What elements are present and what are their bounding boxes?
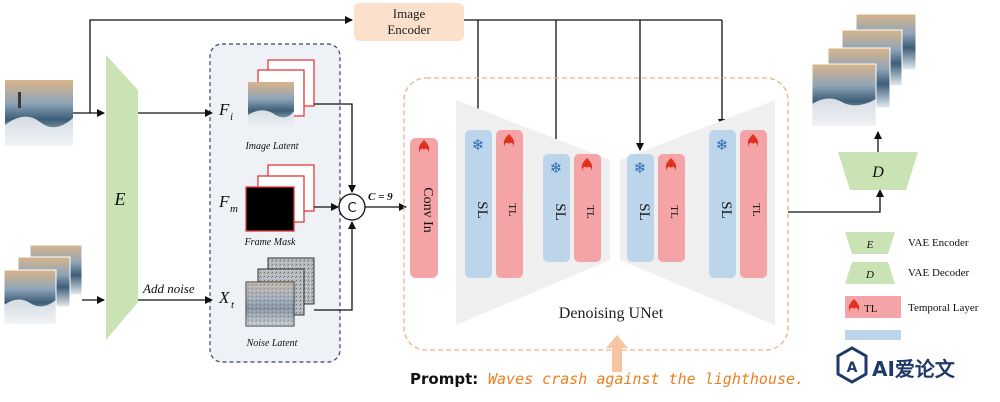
unet-to-decoder-line — [788, 189, 884, 213]
encoder-symbol: E — [114, 189, 126, 209]
prompt-label: Prompt: — [410, 370, 478, 388]
unet-decoder-funnel — [620, 100, 775, 325]
sl-block-4 — [709, 130, 736, 278]
output-video-frames — [811, 13, 917, 127]
tl-block-3 — [658, 154, 685, 262]
legend-encoder-label: VAE Encoder — [908, 237, 969, 249]
tl-block-4 — [740, 130, 767, 278]
image-latent-sub: i — [230, 111, 233, 123]
sl-block-3 — [627, 154, 654, 262]
channels-label: C = 9 — [368, 191, 393, 203]
noise-latent-sub: t — [231, 299, 235, 311]
flame-icon — [503, 134, 515, 148]
unet-title: Denoising UNet — [559, 305, 664, 322]
image-encoder-line2: Encoder — [387, 22, 431, 37]
legend-decoder-symbol: D — [865, 269, 874, 281]
sl-label-1: SL — [474, 201, 490, 219]
add-noise-label: Add noise — [142, 281, 195, 296]
flame-icon — [848, 299, 860, 313]
conv-in-label: Conv In — [420, 187, 435, 233]
noise-latent-stack — [245, 257, 315, 327]
frame-mask-sub: m — [230, 203, 238, 215]
legend-temporal-symbol: TL — [864, 303, 878, 315]
legend-encoder-swatch — [845, 232, 895, 254]
flame-icon — [747, 134, 759, 148]
legend-temporal-swatch — [845, 296, 901, 318]
sl-block-2 — [543, 154, 570, 262]
input-video-frames — [3, 244, 83, 325]
tl-block-2 — [574, 154, 601, 262]
unet-dashed-area — [403, 77, 789, 351]
flame-icon — [665, 158, 677, 172]
legend-encoder-symbol: E — [866, 239, 874, 251]
noise-latent-caption: Noise Latent — [246, 338, 298, 349]
image-encoder-box — [354, 3, 464, 41]
image-encoder-line1: Image — [393, 6, 426, 21]
legend: E VAE Encoder D VAE Decoder TL Temporal … — [845, 232, 979, 340]
frame-mask-stack — [245, 164, 315, 232]
image-to-encoder-line — [89, 16, 353, 113]
vae-decoder-shape — [838, 152, 918, 190]
svg-text:A: A — [847, 360, 858, 376]
tl-label-2: TL — [584, 205, 596, 219]
image-latent-to-concat — [314, 103, 356, 193]
legend-temporal-label: Temporal Layer — [908, 302, 979, 314]
sl-label-2: SL — [552, 203, 568, 221]
legend-spatial-swatch — [845, 330, 901, 340]
snowflake-icon: ❄ — [716, 136, 729, 154]
unet-encoder-funnel — [456, 100, 610, 325]
snowflake-icon: ❄ — [550, 159, 563, 177]
snowflake-icon: ❄ — [472, 136, 485, 154]
legend-decoder-label: VAE Decoder — [908, 267, 970, 279]
sl-block-1 — [465, 130, 492, 278]
watermark-logo-icon — [836, 346, 868, 384]
flame-icon — [581, 158, 593, 172]
watermark: A AI爱论文 — [836, 346, 956, 384]
tl-label-3: TL — [668, 205, 680, 219]
image-latent-stack — [248, 59, 315, 130]
conv-in-block — [410, 138, 438, 278]
tl-block-1 — [496, 130, 523, 278]
sl-label-4: SL — [718, 201, 734, 219]
decoder-symbol: D — [871, 164, 884, 181]
sl-label-3: SL — [636, 203, 652, 221]
flame-icon — [418, 140, 430, 154]
prompt-arrow — [606, 335, 628, 372]
concat-symbol: C — [347, 201, 356, 216]
snowflake-icon: ❄ — [634, 159, 647, 177]
noise-latent-symbol: X — [218, 288, 230, 307]
watermark-text: AI爱论文 — [872, 357, 956, 381]
input-image — [5, 80, 73, 146]
image-latent-caption: Image Latent — [244, 141, 298, 152]
tl-label-1: TL — [506, 203, 518, 217]
image-latent-symbol: F — [218, 100, 230, 119]
vae-encoder-shape — [106, 55, 138, 340]
noise-latent-to-concat — [314, 221, 356, 311]
legend-decoder-swatch — [845, 262, 895, 284]
tl-label-4: TL — [750, 203, 762, 217]
prompt-text: Waves crash against the lighthouse. — [488, 370, 804, 388]
frame-mask-caption: Frame Mask — [244, 237, 296, 248]
frame-mask-symbol: F — [218, 192, 230, 211]
